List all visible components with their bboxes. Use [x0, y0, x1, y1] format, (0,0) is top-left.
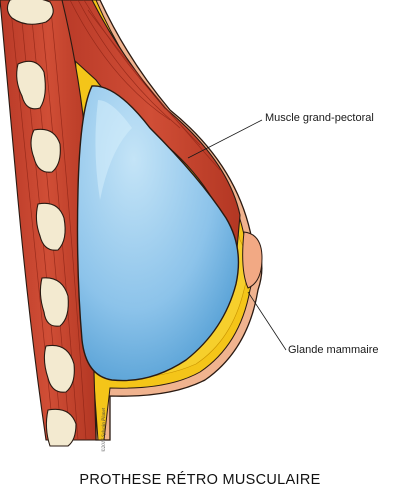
- leader-line-muscle: [187, 119, 263, 159]
- label-muscle-grand-pectoral: Muscle grand-pectoral: [265, 112, 374, 124]
- label-glande-mammaire: Glande mammaire: [288, 344, 379, 356]
- leader-line-glande: [247, 291, 287, 351]
- ribs: [6, 0, 77, 447]
- implant-highlight: [95, 100, 132, 200]
- rib: [39, 277, 69, 327]
- implant: [76, 85, 240, 382]
- rib: [16, 60, 46, 110]
- rib: [45, 408, 77, 447]
- rib: [6, 0, 54, 25]
- diagram-caption: PROTHESE RÉTRO MUSCULAIRE: [79, 472, 321, 488]
- artist-signature: ©2016 Sylvain Planet: [102, 407, 107, 452]
- rib: [35, 202, 66, 251]
- rib: [30, 128, 61, 173]
- breast-implant-diagram: [0, 0, 287, 447]
- nipple: [242, 231, 263, 289]
- rib: [43, 344, 75, 393]
